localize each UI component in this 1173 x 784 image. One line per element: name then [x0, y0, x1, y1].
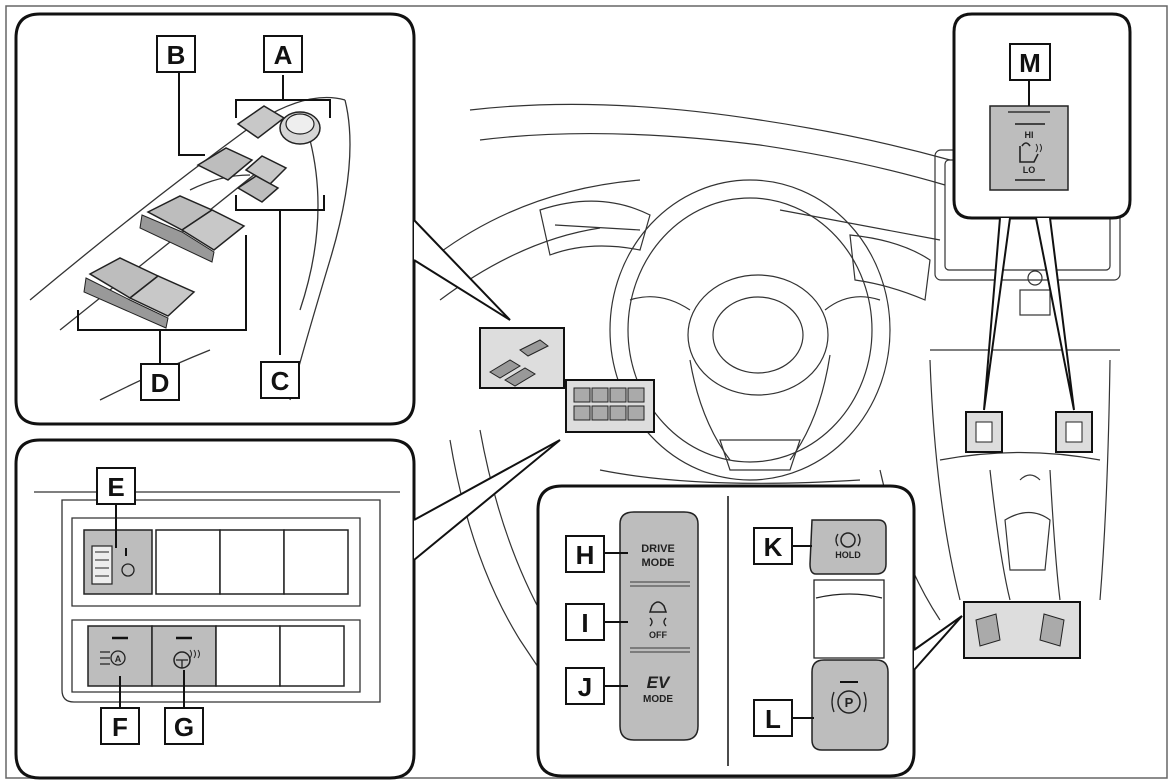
trac-off-label: OFF	[649, 630, 667, 640]
seat-heater-lo: LO	[1023, 165, 1036, 175]
callout-d-label: D	[151, 368, 170, 398]
pointer-console	[913, 615, 963, 671]
hold-label: HOLD	[835, 550, 861, 560]
callout-m: M	[1009, 43, 1051, 81]
svg-text:A: A	[115, 654, 122, 664]
seat-heater-hi: HI	[1025, 130, 1034, 140]
ev-mode-line1: EV	[647, 673, 671, 692]
callout-c: C	[260, 361, 300, 399]
callout-e-label: E	[107, 472, 124, 502]
drive-mode-line1: DRIVE	[641, 543, 675, 555]
door-thumb-detail	[489, 339, 549, 387]
drive-mode-line2: MODE	[642, 557, 675, 569]
console-thumb-detail	[975, 613, 1065, 647]
door-switch-panel	[14, 12, 416, 426]
callout-l-label: L	[765, 704, 781, 734]
callout-g: G	[164, 707, 204, 745]
callout-j: J	[565, 667, 605, 705]
callout-f: F	[100, 707, 140, 745]
dashboard-sketch	[429, 103, 1121, 761]
callout-a: A	[263, 35, 303, 73]
callout-f-label: F	[112, 712, 128, 742]
drive-mode-panel: DRIVE MODE OFF EV MODE HOLD P	[536, 484, 916, 778]
callout-b: B	[156, 35, 196, 73]
lower-thumb-detail	[573, 387, 645, 421]
callout-i-label: I	[581, 608, 588, 638]
callout-l: L	[753, 699, 793, 737]
callout-k-label: K	[764, 532, 783, 562]
callout-b-label: B	[167, 40, 186, 70]
callout-d: D	[140, 363, 180, 401]
callout-h-label: H	[576, 540, 595, 570]
callout-g-label: G	[174, 712, 194, 742]
ev-mode-line2: MODE	[643, 694, 673, 705]
callout-m-label: M	[1019, 48, 1041, 78]
callout-j-label: J	[578, 672, 592, 702]
callout-a-label: A	[274, 40, 293, 70]
seat-heater-panel: HI LO	[952, 12, 1132, 411]
pointer-door	[413, 219, 511, 321]
callout-h: H	[565, 535, 605, 573]
callout-e: E	[96, 467, 136, 505]
pointer-lower-switch	[413, 439, 561, 561]
callout-c-label: C	[271, 366, 290, 396]
callout-i: I	[565, 603, 605, 641]
svg-text:P: P	[845, 695, 854, 710]
callout-k: K	[753, 527, 793, 565]
lower-switch-panel: A	[14, 438, 416, 780]
